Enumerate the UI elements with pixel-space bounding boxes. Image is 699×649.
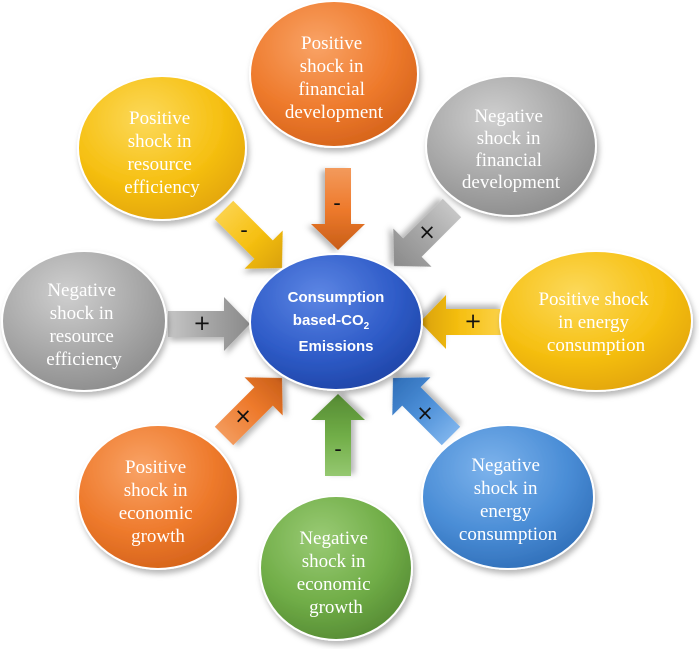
- node-pos-energy-line-3: consumption: [547, 335, 646, 356]
- node-neg-energy-line-1: Negative: [471, 455, 540, 476]
- arrow-pos-financial: [311, 168, 365, 250]
- node-neg-energy-line-3: energy: [480, 501, 532, 522]
- svg-text:Negative shock in: Negative shock in financial development: [462, 106, 561, 193]
- svg-text:Negative shock in: Negative shock in resource efficiency: [46, 280, 122, 370]
- node-neg-resource-line-4: efficiency: [46, 349, 122, 370]
- svg-text:Positive shock in: Positive shock in resource efficiency: [124, 108, 200, 198]
- node-neg-financial-line-3: financial: [475, 150, 541, 171]
- node-neg-growth-line-4: growth: [309, 597, 363, 618]
- node-neg-growth: Negative shock in economic growth: [259, 495, 413, 641]
- node-neg-growth-line-2: shock in: [302, 551, 366, 572]
- center-line-3: Emissions: [298, 338, 373, 355]
- node-neg-growth-line-1: Negative: [299, 528, 368, 549]
- svg-text:Negative shock in: Negative shock in energy consumption: [459, 455, 558, 545]
- node-pos-growth-line-2: shock in: [124, 480, 188, 501]
- node-pos-energy-line-2: in energy: [558, 312, 629, 333]
- arrow-neg-growth: [311, 394, 365, 476]
- node-pos-growth-line-1: Positive: [125, 457, 186, 478]
- node-neg-financial-line-2: shock in: [477, 128, 541, 149]
- node-neg-energy-line-2: shock in: [474, 478, 538, 499]
- sign-neg-financial: ×: [418, 220, 436, 244]
- arrow-pos-resource: [214, 200, 283, 269]
- svg-text:Positive shock in: Positive shock in financial development: [285, 33, 384, 123]
- node-pos-resource-line-2: shock in: [128, 131, 192, 152]
- node-pos-financial: Positive shock in financial development: [249, 0, 419, 148]
- center-co2-label: based-CO: [293, 312, 364, 329]
- node-pos-growth: Positive shock in economic growth: [77, 424, 239, 570]
- node-neg-resource-line-3: resource: [49, 326, 113, 347]
- node-pos-resource-line-1: Positive: [129, 108, 190, 129]
- node-neg-resource-line-2: shock in: [50, 303, 114, 324]
- center-line-2: based-CO2: [293, 312, 370, 332]
- sign-neg-energy: ×: [416, 401, 434, 425]
- node-neg-energy: Negative shock in energy consumption: [421, 424, 595, 570]
- arrow-pos-growth: [214, 377, 283, 446]
- svg-text:Negative shock in: Negative shock in economic growth: [297, 528, 376, 618]
- sign-pos-resource: -: [240, 218, 248, 242]
- node-pos-financial-line-2: shock in: [300, 56, 364, 77]
- node-neg-growth-line-3: economic: [297, 574, 371, 595]
- node-neg-financial-line-1: Negative: [474, 106, 543, 127]
- arrow-neg-energy: [392, 377, 461, 446]
- node-pos-energy: Positive shock in energy consumption: [499, 250, 693, 392]
- node-pos-financial-line-1: Positive: [301, 33, 362, 54]
- center-node: [249, 253, 423, 391]
- svg-text:Positive shock in energy: Positive shock in energy consumption: [538, 289, 653, 356]
- svg-text:Positive shock in: Positive shock in economic growth: [119, 457, 198, 547]
- center-line-1: Consumption: [288, 289, 385, 306]
- sign-pos-financial: -: [333, 191, 341, 215]
- node-pos-energy-line-1: Positive shock: [538, 289, 649, 310]
- arrow-neg-resource: [168, 297, 250, 351]
- node-pos-resource: Positive shock in resource efficiency: [77, 75, 247, 221]
- arrow-neg-financial: [393, 198, 462, 267]
- node-pos-growth-line-4: growth: [131, 526, 185, 547]
- sign-neg-growth: -: [334, 437, 342, 461]
- node-neg-financial: Negative shock in financial development: [425, 75, 597, 217]
- center-co2-subscript: 2: [364, 321, 370, 332]
- arrow-pos-energy: [420, 295, 502, 349]
- node-neg-financial-line-4: development: [462, 172, 561, 193]
- node-pos-financial-line-4: development: [285, 102, 384, 123]
- node-pos-growth-line-3: economic: [119, 503, 193, 524]
- node-neg-resource: Negative shock in resource efficiency: [1, 250, 167, 392]
- node-neg-energy-line-4: consumption: [459, 524, 558, 545]
- node-neg-resource-line-1: Negative: [47, 280, 116, 301]
- sign-pos-energy: +: [464, 309, 482, 333]
- node-pos-resource-line-4: efficiency: [124, 177, 200, 198]
- node-pos-financial-line-3: financial: [298, 79, 364, 100]
- node-pos-resource-line-3: resource: [127, 154, 191, 175]
- sign-pos-growth: ×: [234, 404, 252, 428]
- sign-neg-resource: +: [193, 311, 211, 335]
